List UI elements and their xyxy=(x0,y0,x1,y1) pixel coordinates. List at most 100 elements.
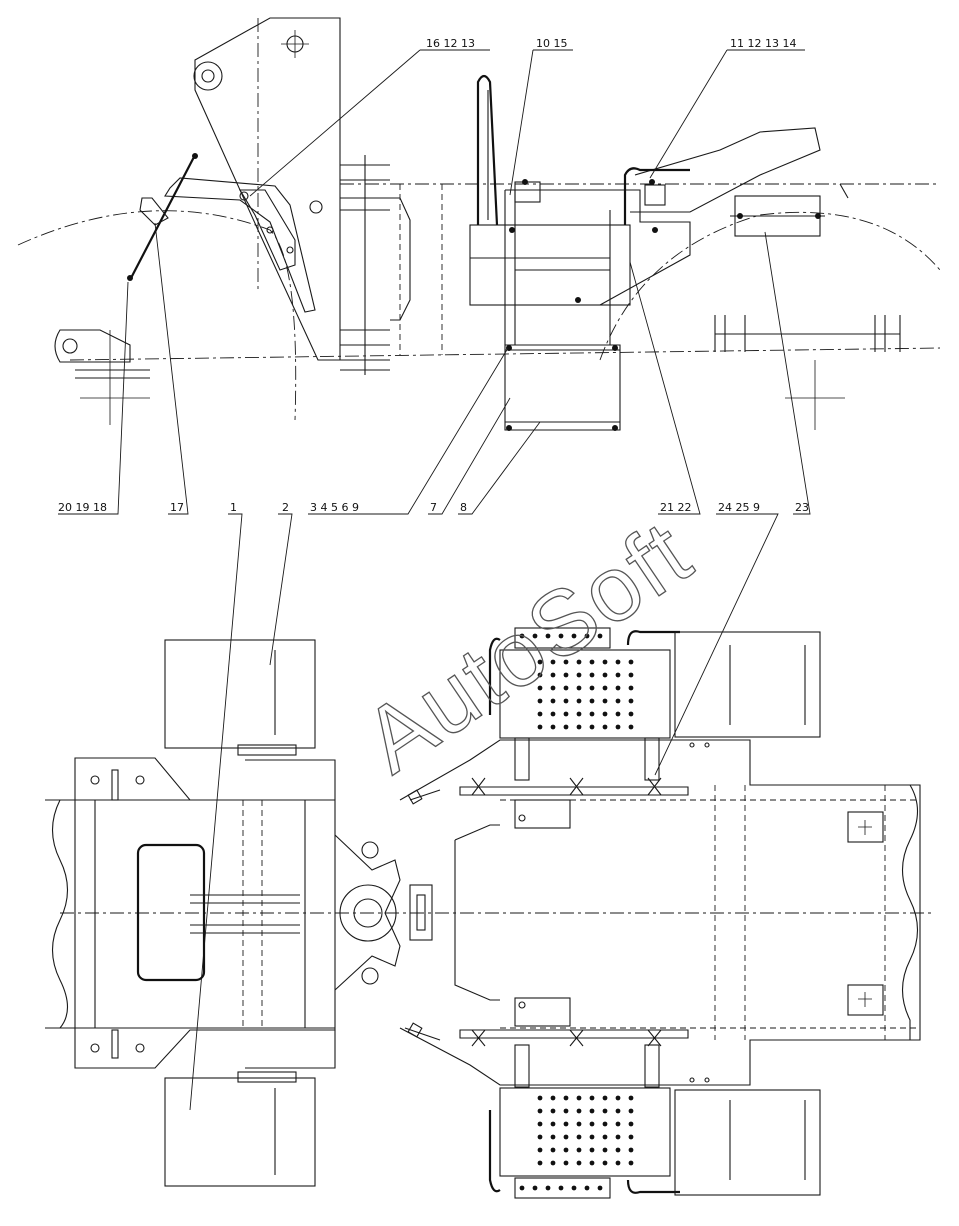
perforation-hole xyxy=(576,659,582,665)
perforation-hole xyxy=(563,659,569,665)
callout-24-25-9: 24 25 9 xyxy=(718,501,760,514)
perforation-hole xyxy=(602,1121,608,1127)
perforation-hole xyxy=(563,724,569,730)
perforation-hole xyxy=(589,1121,595,1127)
perforation-hole xyxy=(576,1134,582,1140)
perforation-hole xyxy=(628,1121,634,1127)
perforation-hole xyxy=(532,1185,538,1191)
perforation-hole xyxy=(584,633,590,639)
perforation-hole xyxy=(550,1095,556,1101)
perforation-hole xyxy=(615,724,621,730)
callout-1: 1 xyxy=(230,501,237,514)
perforation-hole xyxy=(615,672,621,678)
perforation-hole xyxy=(576,1147,582,1153)
perforation-hole xyxy=(532,633,538,639)
leader-lines-side-view xyxy=(58,49,811,1111)
perforation-hole xyxy=(563,1121,569,1127)
plan-view xyxy=(45,627,935,1199)
callout-20-19-18: 20 19 18 xyxy=(58,501,107,514)
perforation-hole xyxy=(602,1134,608,1140)
perforation-hole xyxy=(576,698,582,704)
perforation-hole xyxy=(615,1108,621,1114)
perforation-hole xyxy=(589,672,595,678)
perforation-hole xyxy=(519,633,525,639)
callout-8: 8 xyxy=(460,501,467,514)
perforation-hole xyxy=(550,724,556,730)
perforation-hole xyxy=(584,1185,590,1191)
perforation-hole xyxy=(537,672,543,678)
perforation-hole xyxy=(628,1095,634,1101)
perforation-hole xyxy=(628,685,634,691)
perforation-hole xyxy=(571,1185,577,1191)
perforation-hole xyxy=(576,1108,582,1114)
perforation-hole xyxy=(615,698,621,704)
callout-16-12-13: 16 12 13 xyxy=(426,37,475,50)
perforation-hole xyxy=(563,1147,569,1153)
perforation-hole xyxy=(589,711,595,717)
perforation-hole xyxy=(628,698,634,704)
perforation-hole xyxy=(537,1160,543,1166)
perforation-hole xyxy=(537,724,543,730)
perforation-hole xyxy=(602,711,608,717)
perforation-hole xyxy=(563,698,569,704)
perforation-hole xyxy=(602,724,608,730)
perforation-hole xyxy=(563,711,569,717)
perforation-hole xyxy=(537,1121,543,1127)
perforation-hole xyxy=(576,724,582,730)
perforation-hole xyxy=(576,1121,582,1127)
side-view xyxy=(17,17,941,431)
perforation-hole xyxy=(545,633,551,639)
perforation-hole xyxy=(589,1160,595,1166)
perforation-hole xyxy=(602,1160,608,1166)
perforation-hole xyxy=(589,685,595,691)
perforation-pattern-bottom xyxy=(519,1095,634,1191)
perforation-hole xyxy=(550,685,556,691)
perforation-hole xyxy=(615,1121,621,1127)
perforation-hole xyxy=(602,698,608,704)
perforation-hole xyxy=(589,724,595,730)
perforation-hole xyxy=(563,1160,569,1166)
perforation-hole xyxy=(550,672,556,678)
perforation-hole xyxy=(628,724,634,730)
callout-7: 7 xyxy=(430,501,437,514)
perforation-hole xyxy=(628,1147,634,1153)
perforation-hole xyxy=(602,659,608,665)
perforation-hole xyxy=(597,1185,603,1191)
perforation-hole xyxy=(537,1108,543,1114)
perforation-hole xyxy=(576,711,582,717)
perforation-hole xyxy=(589,698,595,704)
perforation-hole xyxy=(550,1160,556,1166)
perforation-hole xyxy=(589,1095,595,1101)
watermark-text: AutoSoft xyxy=(346,502,709,793)
perforation-hole xyxy=(615,1134,621,1140)
perforation-hole xyxy=(563,672,569,678)
perforation-hole xyxy=(537,1095,543,1101)
perforation-hole xyxy=(576,1160,582,1166)
perforation-hole xyxy=(537,1147,543,1153)
perforation-hole xyxy=(537,711,543,717)
perforation-hole xyxy=(615,1160,621,1166)
perforation-hole xyxy=(537,685,543,691)
perforation-hole xyxy=(615,685,621,691)
perforation-hole xyxy=(519,1185,525,1191)
perforation-hole xyxy=(550,1147,556,1153)
perforation-hole xyxy=(550,1108,556,1114)
callout-21-22: 21 22 xyxy=(660,501,692,514)
perforation-hole xyxy=(602,685,608,691)
perforation-hole xyxy=(602,1108,608,1114)
perforation-pattern-top xyxy=(519,633,634,730)
perforation-hole xyxy=(576,1095,582,1101)
wing-nut-group-bottom xyxy=(471,1029,662,1047)
perforation-hole xyxy=(628,659,634,665)
perforation-hole xyxy=(558,633,564,639)
perforation-hole xyxy=(537,659,543,665)
wing-nut-group-top xyxy=(471,777,662,796)
perforation-hole xyxy=(558,1185,564,1191)
perforation-hole xyxy=(563,685,569,691)
perforation-hole xyxy=(628,711,634,717)
perforation-hole xyxy=(615,711,621,717)
perforation-hole xyxy=(615,1095,621,1101)
perforation-hole xyxy=(589,1108,595,1114)
perforation-hole xyxy=(628,1134,634,1140)
